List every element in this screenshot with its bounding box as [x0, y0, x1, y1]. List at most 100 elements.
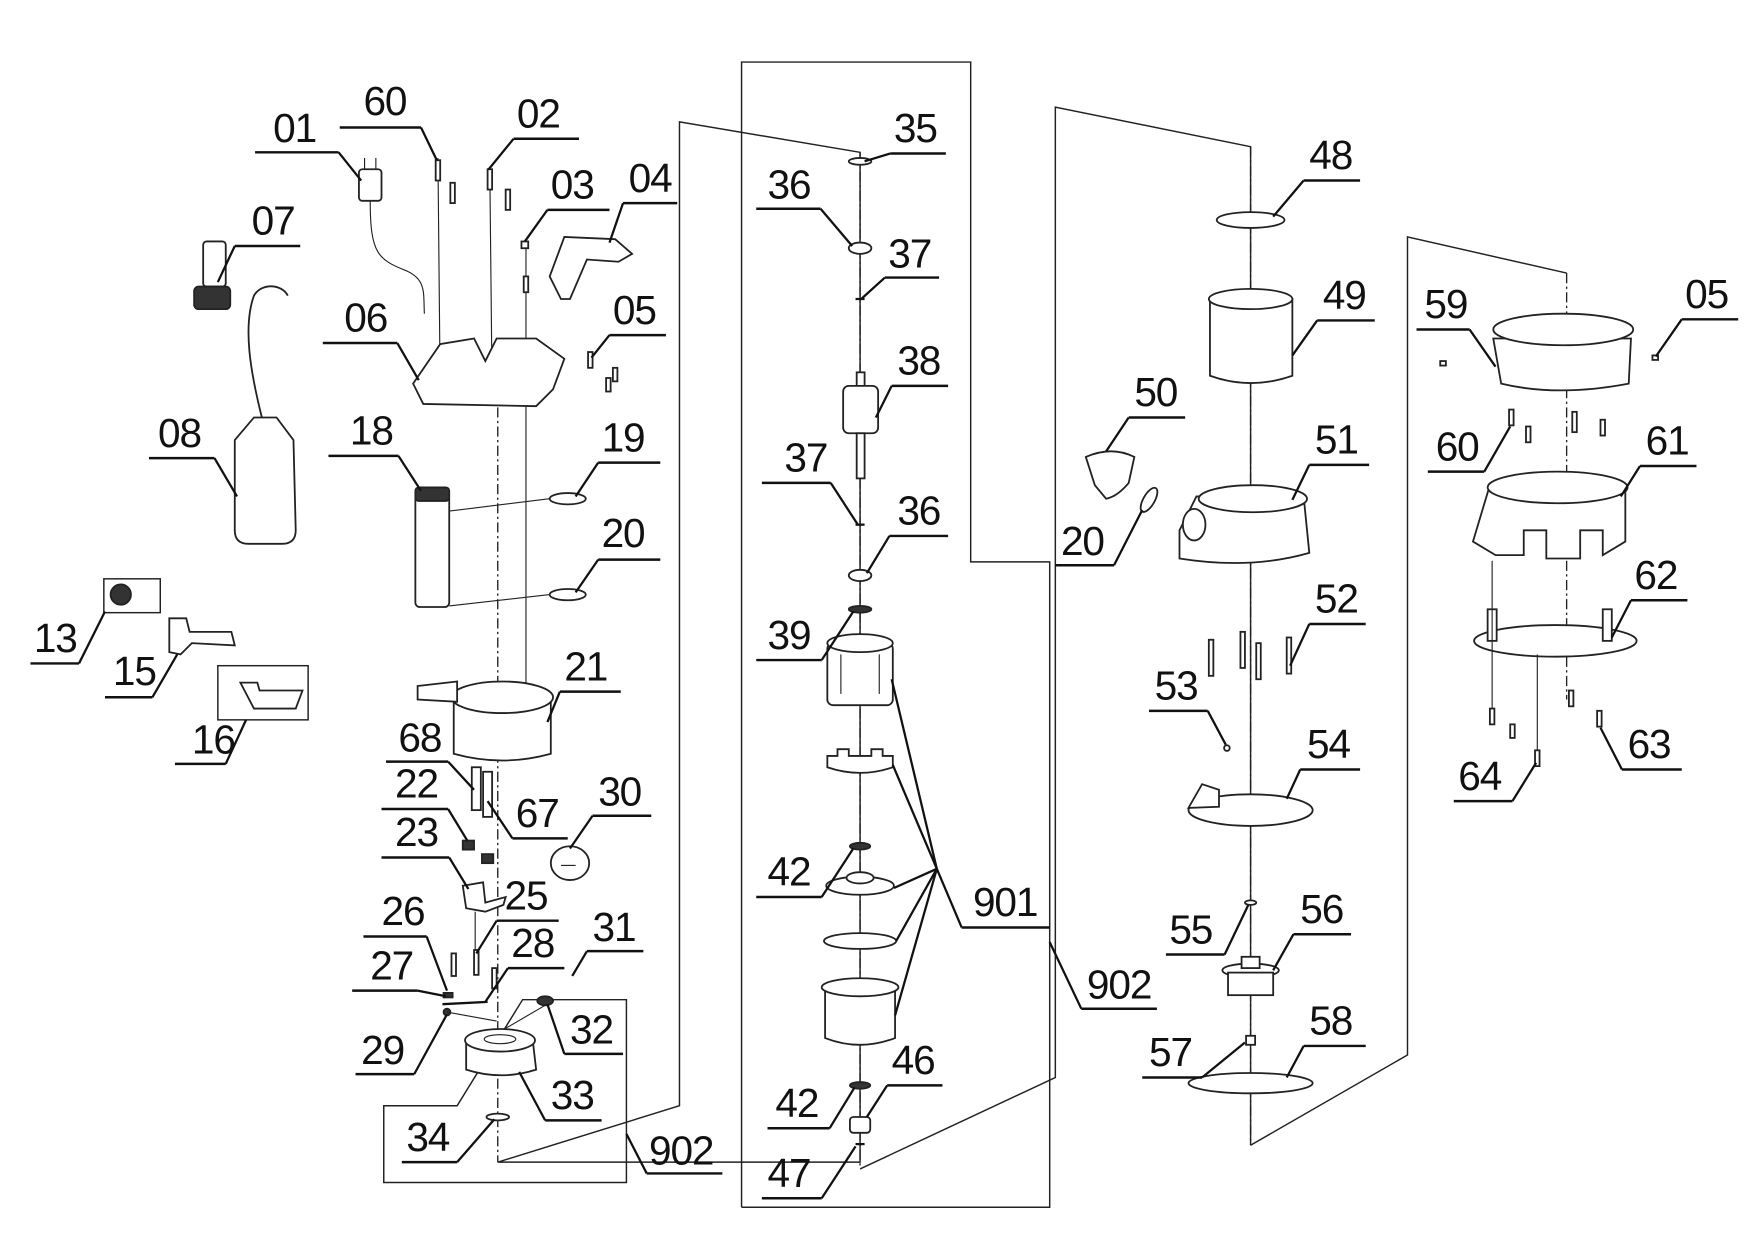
- callout-64: 64: [1453, 753, 1538, 803]
- o-ring-part-20: [548, 588, 587, 602]
- svg-text:37: 37: [784, 435, 827, 481]
- callout-63: 63: [1599, 721, 1682, 771]
- parts: [103, 157, 1659, 1146]
- screw-part: [434, 159, 442, 182]
- svg-text:26: 26: [382, 888, 425, 934]
- callout-06: 06: [322, 295, 420, 381]
- callout-902-left: 902: [625, 1127, 723, 1175]
- callout-33: 33: [518, 1071, 602, 1122]
- screw-part: [1567, 689, 1575, 708]
- callout-37-bottom: 37: [761, 435, 859, 526]
- frame-right-assembly: [1250, 236, 1567, 1146]
- inset-box-16: [217, 664, 309, 721]
- fan-cover-part-59: [1492, 312, 1635, 392]
- nut-part-22: [461, 839, 475, 851]
- bearing-part-36-bottom: [847, 568, 873, 582]
- svg-text:56: 56: [1300, 886, 1343, 932]
- callout-47: 47: [761, 1145, 857, 1200]
- tube-part-18: [414, 486, 451, 608]
- callout-62: 62: [1610, 552, 1688, 639]
- callout-42-top: 42: [756, 847, 855, 899]
- callout-58: 58: [1285, 998, 1366, 1079]
- svg-text:30: 30: [598, 769, 641, 815]
- pump-housing-part-51: [1178, 484, 1311, 564]
- svg-text:901: 901: [973, 879, 1037, 925]
- screw-part: [605, 377, 612, 393]
- screw-part: [504, 188, 512, 211]
- svg-text:06: 06: [344, 295, 387, 341]
- svg-text:47: 47: [768, 1150, 811, 1196]
- sleeve-part-49: [1207, 287, 1294, 384]
- pin-part: [522, 275, 530, 294]
- switch-part-13: [109, 583, 132, 606]
- callout-16: 16: [174, 717, 248, 766]
- callout-54: 54: [1285, 721, 1361, 800]
- plug-part-01: [358, 157, 425, 314]
- callout-39: 39: [756, 610, 855, 662]
- impeller-part-901c: [825, 871, 895, 896]
- screw-part-05: [1439, 360, 1447, 367]
- svg-text:57: 57: [1149, 1029, 1192, 1075]
- callout-48: 48: [1272, 132, 1361, 218]
- svg-text:03: 03: [551, 162, 594, 208]
- svg-text:36: 36: [897, 488, 940, 534]
- callout-52: 52: [1289, 576, 1366, 667]
- handle-part-04: [548, 236, 634, 300]
- inset-box-13: [103, 578, 162, 614]
- screw-part: [449, 181, 456, 204]
- callout-25: 25: [475, 872, 559, 955]
- screw-part-52: [1239, 630, 1246, 669]
- pump-cup-part-901e: [820, 977, 900, 1046]
- svg-text:61: 61: [1646, 418, 1689, 464]
- callout-26: 26: [363, 888, 449, 992]
- svg-text:63: 63: [1628, 721, 1671, 767]
- callout-49: 49: [1291, 272, 1375, 357]
- screw-part-60: [1525, 425, 1532, 444]
- callout-03: 03: [523, 162, 610, 243]
- callout-36-bottom: 36: [865, 488, 949, 574]
- callout-61: 61: [1619, 418, 1697, 498]
- svg-text:54: 54: [1307, 721, 1350, 767]
- motor-housing-part-21: [416, 680, 554, 762]
- nut-part-03: [520, 240, 530, 250]
- svg-text:01: 01: [273, 105, 316, 151]
- callout-46: 46: [865, 1037, 943, 1118]
- pin-part-67: [482, 770, 494, 818]
- svg-text:60: 60: [1436, 423, 1479, 469]
- callout-38: 38: [874, 338, 949, 418]
- callout-07: 07: [216, 198, 301, 283]
- callout-51: 51: [1291, 417, 1370, 501]
- callout-50: 50: [1105, 369, 1186, 452]
- svg-text:13: 13: [34, 615, 77, 661]
- svg-text:42: 42: [775, 1080, 818, 1126]
- callout-20-right: 20: [1055, 509, 1144, 567]
- svg-text:21: 21: [564, 643, 607, 689]
- callout-60-right: 60: [1427, 423, 1512, 473]
- callout-55: 55: [1165, 904, 1250, 956]
- callout-13: 13: [30, 611, 106, 665]
- svg-text:29: 29: [361, 1027, 404, 1073]
- screw-part-60: [1571, 410, 1578, 434]
- screw-part-60: [1599, 418, 1606, 437]
- svg-text:68: 68: [398, 714, 441, 760]
- callout-57: 57: [1142, 1029, 1246, 1079]
- callout-30: 30: [569, 769, 652, 850]
- svg-text:05: 05: [1685, 271, 1728, 317]
- svg-text:67: 67: [516, 790, 559, 836]
- frame-middle-box: [740, 61, 1051, 1209]
- frame-left-assembly: [497, 120, 861, 1163]
- bowl-part-33: [464, 1028, 538, 1077]
- svg-text:39: 39: [768, 612, 811, 658]
- float-switch-part-08: [233, 285, 297, 545]
- svg-text:50: 50: [1134, 369, 1177, 415]
- base-plate-part-54: [1186, 783, 1314, 827]
- callout-42-bottom: 42: [767, 1080, 856, 1130]
- svg-text:42: 42: [768, 849, 811, 895]
- svg-text:20: 20: [602, 510, 645, 556]
- washer-part-55: [1244, 899, 1258, 906]
- callout-29: 29: [355, 1013, 448, 1076]
- svg-text:48: 48: [1309, 132, 1352, 178]
- svg-text:27: 27: [370, 942, 413, 988]
- top-housing-part-06: [412, 337, 566, 408]
